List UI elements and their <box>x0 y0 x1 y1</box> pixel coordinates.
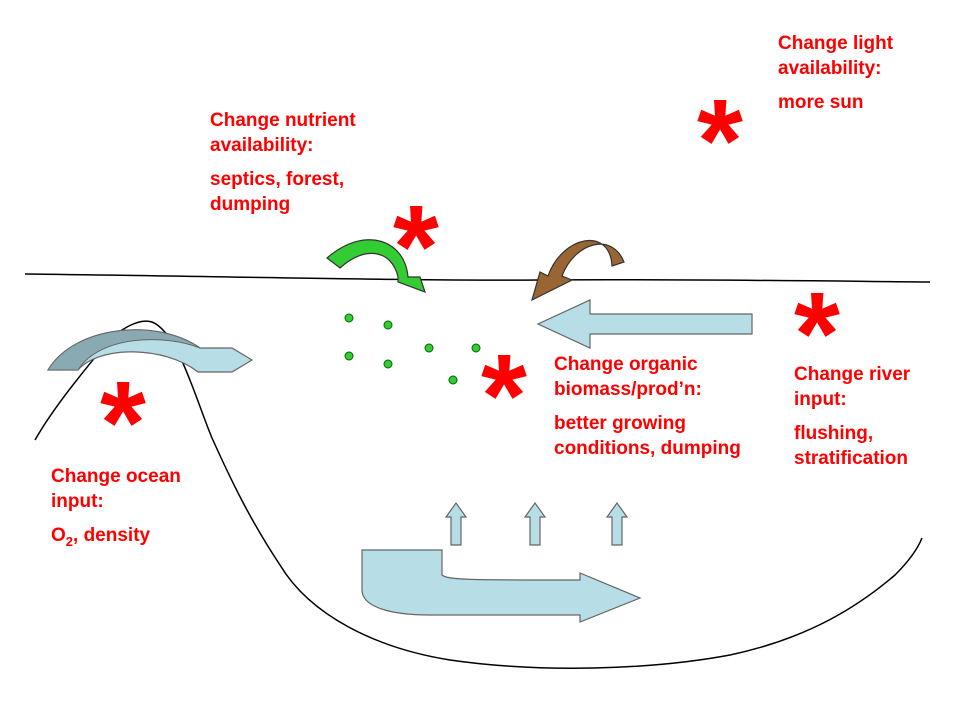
ocean-label-title: Change ocean input: <box>51 466 181 512</box>
light-label-title: Change light availability: <box>778 33 894 79</box>
water-surface-line <box>24 273 931 283</box>
upwelling-arrow <box>605 501 629 546</box>
nutrient-label: Change nutrient availability: septics, f… <box>210 108 400 217</box>
dot <box>344 313 354 323</box>
river-change-marker: * <box>794 268 840 400</box>
organic-input-arrow <box>531 239 625 302</box>
ocean-detail-subscript: 2 <box>65 533 74 549</box>
dot <box>344 351 354 361</box>
ocean-input-arrow-shadow <box>47 329 201 371</box>
river-label-detail: flushing, stratification <box>794 423 909 469</box>
organic-label-detail: better growing conditions, dumping <box>554 413 741 459</box>
organic-change-marker: * <box>481 330 527 462</box>
light-label: Change light availability: more sun <box>778 31 948 115</box>
nutrient-input-arrow <box>326 239 426 293</box>
ocean-label-detail: O2, density <box>51 523 211 554</box>
river-input-arrow <box>536 299 753 349</box>
light-change-marker: * <box>697 75 743 207</box>
upwelling-arrow <box>444 501 468 546</box>
ocean-change-marker: * <box>100 357 146 489</box>
nutrient-change-marker: * <box>393 181 439 313</box>
organic-label: Change organic biomass/prod’n: better gr… <box>554 352 744 461</box>
dot <box>424 343 434 353</box>
ocean-detail-suffix: , density <box>73 525 151 546</box>
organic-label-title: Change organic biomass/prod’n: <box>554 354 702 400</box>
nutrient-label-detail: septics, forest, dumping <box>210 169 345 215</box>
phytoplankton-dots <box>344 313 481 385</box>
ocean-detail-prefix: O <box>51 525 66 546</box>
dot <box>383 320 393 330</box>
dot <box>448 375 458 385</box>
bottom-flow-arrow <box>361 549 642 623</box>
upwelling-arrow <box>523 501 547 546</box>
dot <box>383 359 393 369</box>
ocean-label: Change ocean input: O2, density <box>51 464 211 554</box>
river-label: Change river input: flushing, stratifica… <box>794 362 954 471</box>
nutrient-label-title: Change nutrient availability: <box>210 110 356 156</box>
basin-outline <box>34 320 923 669</box>
river-label-title: Change river input: <box>794 364 911 410</box>
light-label-detail: more sun <box>778 92 864 113</box>
dot <box>471 343 481 353</box>
